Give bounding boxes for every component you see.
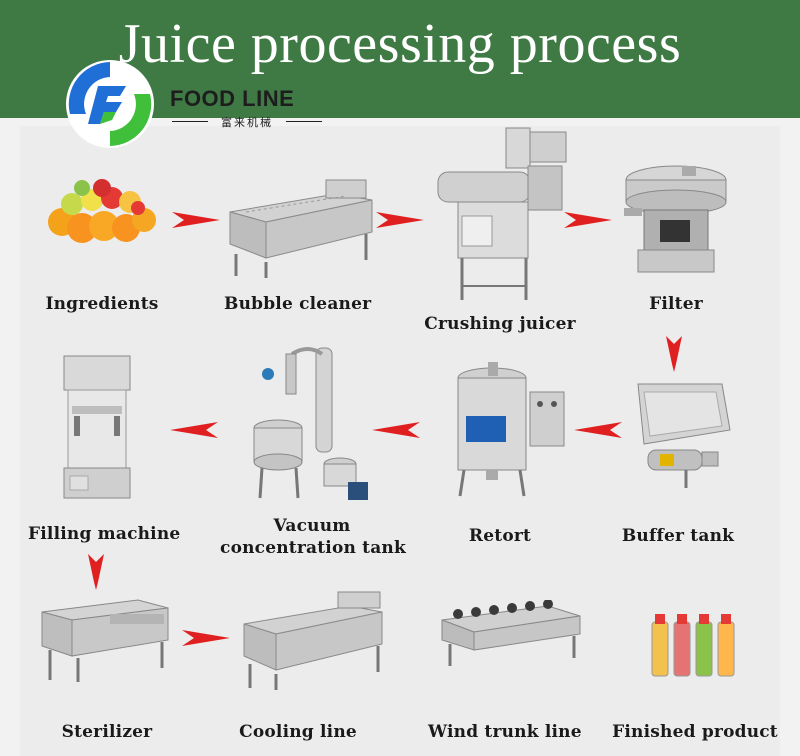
arrow-left-icon (574, 422, 622, 438)
vacuum-tank-label-line1: Vacuum (273, 516, 351, 536)
buffer-tank-image (637, 383, 731, 488)
brand-subtitle: 富来机械 (172, 114, 322, 130)
arrow-right-icon (564, 212, 612, 228)
arrow-down-icon (88, 554, 104, 590)
arrow-right-icon (182, 630, 230, 646)
bubble-cleaner-label: Bubble cleaner (224, 294, 372, 314)
filter-label: Filter (649, 294, 703, 314)
retort-image (457, 362, 565, 497)
bubble-cleaner-image (229, 179, 373, 278)
filling-machine-label: Filling machine (28, 524, 181, 544)
arrow-right-icon (172, 212, 220, 228)
cooling-line-label: Cooling line (239, 722, 357, 742)
page-title: Juice processing process (118, 13, 682, 75)
finished-product-bottles-image (651, 614, 735, 677)
sterilizer-label: Sterilizer (61, 722, 153, 742)
food-line-logo-icon (66, 60, 154, 148)
vacuum-concentration-tank-image (253, 347, 368, 500)
brand-name: FOOD LINE (170, 86, 295, 111)
ingredients-label: Ingredients (45, 294, 159, 314)
crushing-juicer-image (437, 127, 567, 300)
vacuum-tank-label-line2: concentration tank (220, 538, 406, 558)
ingredients-fruit-image (48, 179, 156, 243)
retort-label: Retort (468, 526, 532, 546)
arrow-down-icon (666, 336, 682, 372)
cooling-line-image (243, 591, 383, 690)
arrow-right-icon (376, 212, 424, 228)
wind-trunk-line-label: Wind trunk line (428, 722, 582, 742)
arrow-left-icon (372, 422, 420, 438)
arrow-left-icon (170, 422, 218, 438)
wind-trunk-line-image (441, 600, 581, 666)
sterilizer-image (41, 599, 169, 682)
finished-product-label: Finished product (612, 722, 778, 742)
buffer-tank-label: Buffer tank (621, 526, 735, 546)
crushing-juicer-label: Crushing juicer (424, 314, 576, 334)
filter-image (624, 165, 727, 273)
filling-machine-image (63, 355, 131, 499)
